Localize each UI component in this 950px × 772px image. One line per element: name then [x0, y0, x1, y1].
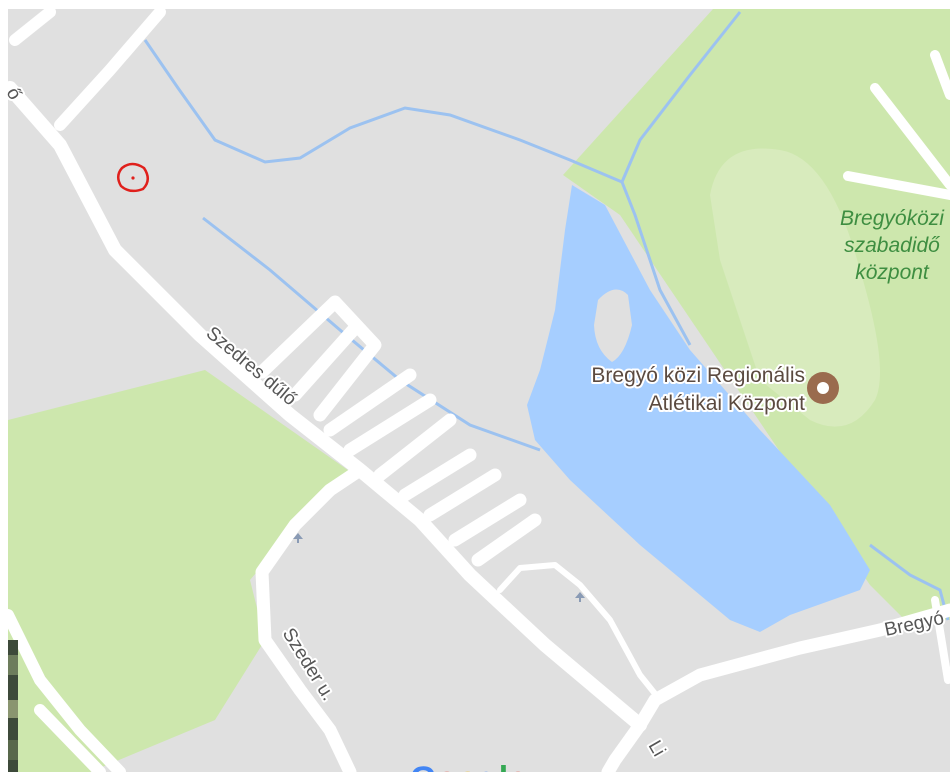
- one-way-arrows: [293, 533, 585, 602]
- road-lic: [601, 718, 647, 772]
- road-park-path: [930, 50, 950, 100]
- road-bottom-left: [2, 609, 126, 772]
- road-park-path-3: [843, 171, 950, 200]
- road-bregyo: [633, 603, 950, 732]
- park-label-line-1: Bregyóközi: [840, 207, 945, 230]
- park-label-line-3: központ: [855, 261, 930, 284]
- park-running-track: [710, 148, 880, 427]
- road-top-left-1: [9, 6, 56, 46]
- poi-label-line-1: Bregyó közi Regionális: [591, 364, 805, 387]
- google-logo-letter: o: [457, 760, 478, 772]
- parking-lot: [255, 295, 542, 567]
- arrow-icon: [293, 533, 303, 543]
- road-network: [2, 6, 950, 772]
- road-park-path-2: [870, 83, 950, 190]
- google-logo-letter: e: [508, 760, 527, 772]
- park-area-west: [8, 370, 355, 772]
- poi-bregyo-kozi-atletikai-kozpont[interactable]: Bregyó közi Regionális Atlétikai Központ: [589, 362, 839, 417]
- road-top-left-2: [54, 6, 166, 131]
- road-szeder-utca: [255, 463, 367, 772]
- road-service: [497, 562, 663, 703]
- road-szedres-dulo: [3, 81, 647, 732]
- google-logo-letter: l: [499, 760, 508, 772]
- google-logo-letter: o: [436, 760, 457, 772]
- red-circle-marker-icon[interactable]: [117, 162, 149, 193]
- park-label-line-2: szabadidő: [844, 234, 940, 257]
- stadium-pin-icon[interactable]: [807, 372, 839, 404]
- road-bottom-left-2: [34, 704, 106, 772]
- lake-island: [594, 289, 632, 362]
- google-logo-letter: G: [410, 760, 436, 772]
- google-logo: Google: [410, 760, 527, 772]
- google-logo-letter: g: [478, 760, 499, 772]
- park-label-bregyokozi[interactable]: Bregyóközi szabadidő központ: [840, 207, 945, 284]
- road-park-path-4: [931, 596, 950, 684]
- arrow-icon: [575, 592, 585, 602]
- poi-label-line-2: Atlétikai Központ: [649, 392, 806, 415]
- satellite-layer-toggle[interactable]: [8, 640, 18, 772]
